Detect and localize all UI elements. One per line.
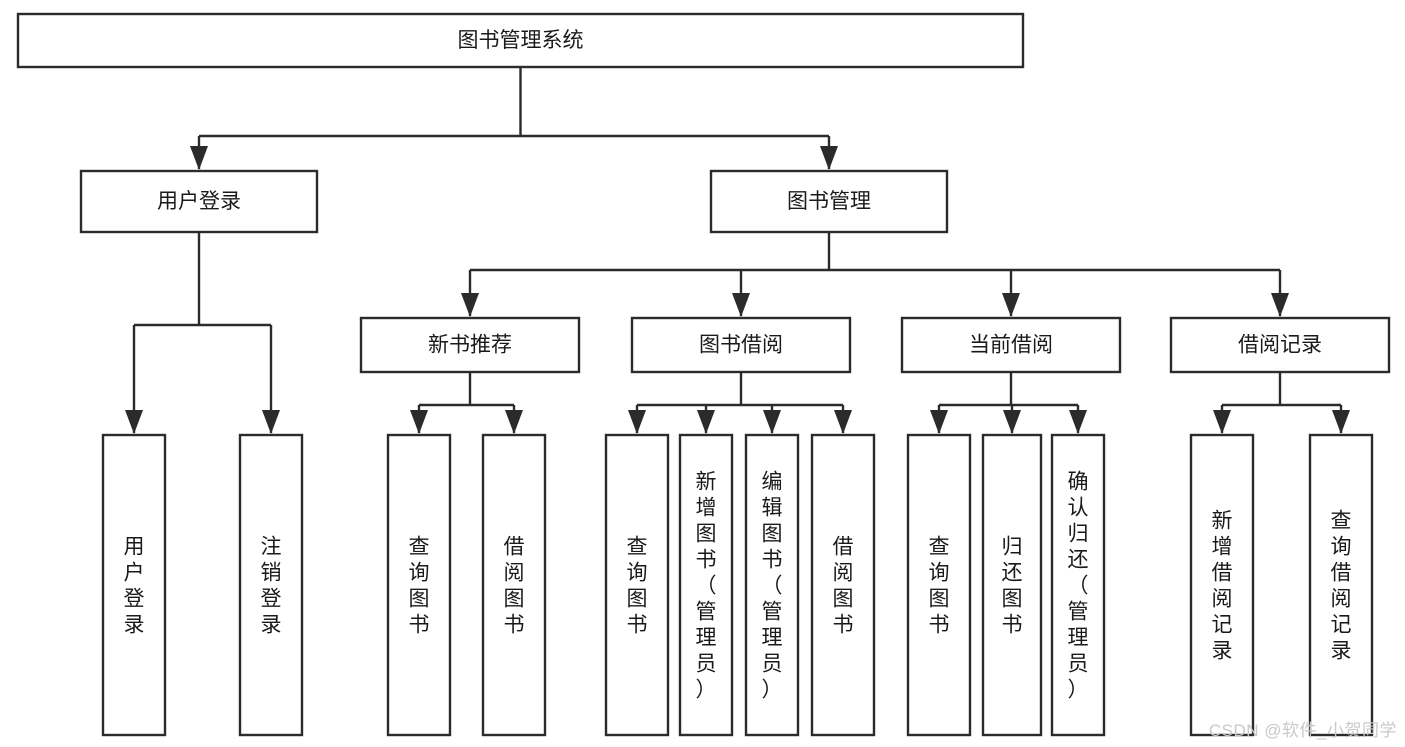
node-label-borrow-book-1: 借阅图书 [504, 535, 525, 636]
node-box-user-login[interactable] [79, 169, 319, 234]
node-user-logout[interactable]: 注销登录 [238, 433, 304, 737]
node-label-query-borrow-record: 查询借阅记录 [1331, 509, 1352, 662]
node-label-user-logout: 注销登录 [261, 535, 282, 636]
arrow-head-icon-edit-book-admin [763, 410, 781, 434]
arrow-head-icon-new-book-recommend [461, 293, 479, 317]
arrow-head-icon-add-borrow-record [1213, 410, 1231, 434]
node-return-book[interactable]: 归还图书 [981, 433, 1043, 737]
arrow-head-icon-borrow-record [1271, 293, 1289, 317]
node-box-query-book-1[interactable] [386, 433, 452, 737]
arrow-head-icon-user-login-do [125, 410, 143, 434]
node-new-book-recommend[interactable]: 新书推荐 [359, 316, 581, 374]
node-label-user-login: 用户登录 [157, 190, 241, 213]
node-box-query-borrow-record[interactable] [1308, 433, 1374, 737]
node-label-query-book-1: 查询图书 [409, 535, 430, 636]
node-query-borrow-record[interactable]: 查询借阅记录 [1308, 433, 1374, 737]
node-box-user-logout[interactable] [238, 433, 304, 737]
arrow-head-icon-return-book [1003, 410, 1021, 434]
node-box-confirm-return-admin[interactable] [1050, 433, 1106, 737]
node-box-current-borrow[interactable] [900, 316, 1122, 374]
node-query-book-3[interactable]: 查询图书 [906, 433, 972, 737]
node-confirm-return-admin[interactable]: 确认归还（管理员） [1050, 433, 1106, 737]
arrow-head-icon-query-book-1 [410, 410, 428, 434]
node-box-edit-book-admin[interactable] [744, 433, 800, 737]
node-box-borrow-book-1[interactable] [481, 433, 547, 737]
node-label-root: 图书管理系统 [458, 29, 584, 52]
node-query-book-1[interactable]: 查询图书 [386, 433, 452, 737]
node-box-borrow-record[interactable] [1169, 316, 1391, 374]
node-book-borrow[interactable]: 图书借阅 [630, 316, 852, 374]
node-box-query-book-2[interactable] [604, 433, 670, 737]
node-label-borrow-record: 借阅记录 [1238, 334, 1322, 357]
connectors-layer [125, 67, 1350, 434]
node-borrow-book-2[interactable]: 借阅图书 [810, 433, 876, 737]
node-label-query-book-3: 查询图书 [929, 535, 950, 636]
node-box-user-login-do[interactable] [101, 433, 167, 737]
node-box-book-management[interactable] [709, 169, 949, 234]
node-box-add-book-admin[interactable] [678, 433, 734, 737]
node-box-book-borrow[interactable] [630, 316, 852, 374]
node-add-book-admin[interactable]: 新增图书（管理员） [678, 433, 734, 737]
node-borrow-book-1[interactable]: 借阅图书 [481, 433, 547, 737]
node-label-return-book: 归还图书 [1002, 535, 1023, 636]
node-borrow-record[interactable]: 借阅记录 [1169, 316, 1391, 374]
node-label-borrow-book-2: 借阅图书 [833, 535, 854, 636]
arrow-head-icon-book-management [820, 146, 838, 170]
node-user-login-do[interactable]: 用户登录 [101, 433, 167, 737]
node-box-root[interactable] [16, 12, 1025, 69]
arrow-head-icon-borrow-book-1 [505, 410, 523, 434]
arrow-head-icon-current-borrow [1002, 293, 1020, 317]
node-box-add-borrow-record[interactable] [1189, 433, 1255, 737]
arrow-head-icon-book-borrow [732, 293, 750, 317]
node-label-query-book-2: 查询图书 [627, 535, 648, 636]
node-query-book-2[interactable]: 查询图书 [604, 433, 670, 737]
nodes-layer: 图书管理系统用户登录图书管理用户登录注销登录新书推荐图书借阅当前借阅借阅记录查询… [16, 12, 1391, 737]
node-current-borrow[interactable]: 当前借阅 [900, 316, 1122, 374]
node-add-borrow-record[interactable]: 新增借阅记录 [1189, 433, 1255, 737]
arrow-head-icon-add-book-admin [697, 410, 715, 434]
node-label-confirm-return-admin: 确认归还（管理员） [1068, 470, 1089, 701]
node-box-return-book[interactable] [981, 433, 1043, 737]
arrow-head-icon-query-book-2 [628, 410, 646, 434]
node-book-management[interactable]: 图书管理 [709, 169, 949, 234]
node-label-current-borrow: 当前借阅 [969, 334, 1053, 357]
node-root[interactable]: 图书管理系统 [16, 12, 1025, 69]
node-box-query-book-3[interactable] [906, 433, 972, 737]
node-label-edit-book-admin: 编辑图书（管理员） [762, 470, 783, 701]
node-label-book-borrow: 图书借阅 [699, 334, 783, 357]
node-label-book-management: 图书管理 [787, 190, 871, 213]
node-edit-book-admin[interactable]: 编辑图书（管理员） [744, 433, 800, 737]
node-label-add-borrow-record: 新增借阅记录 [1212, 509, 1233, 662]
node-label-user-login-do: 用户登录 [124, 535, 145, 636]
node-label-add-book-admin: 新增图书（管理员） [696, 470, 717, 701]
arrow-head-icon-borrow-book-2 [834, 410, 852, 434]
node-label-new-book-recommend: 新书推荐 [428, 334, 512, 357]
node-box-new-book-recommend[interactable] [359, 316, 581, 374]
arrow-head-icon-user-logout [262, 410, 280, 434]
arrow-head-icon-query-book-3 [930, 410, 948, 434]
arrow-head-icon-confirm-return-admin [1069, 410, 1087, 434]
arrow-head-icon-user-login [190, 146, 208, 170]
node-user-login[interactable]: 用户登录 [79, 169, 319, 234]
arrow-head-icon-query-borrow-record [1332, 410, 1350, 434]
node-box-borrow-book-2[interactable] [810, 433, 876, 737]
